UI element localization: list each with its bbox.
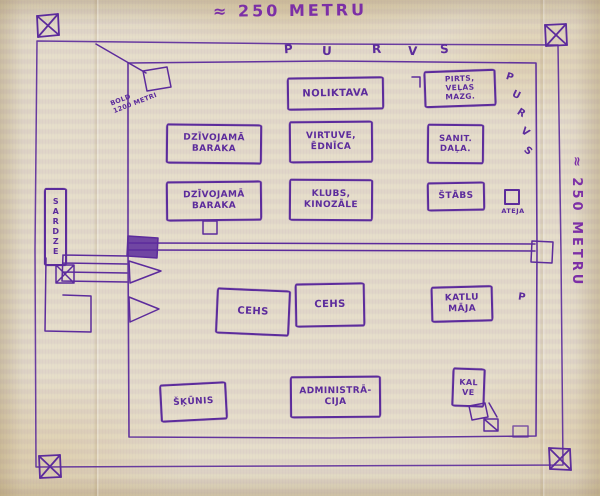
roadside-box — [143, 67, 171, 91]
gate-flags — [129, 261, 161, 322]
ateja-outline — [505, 190, 519, 204]
bottom-right-shed — [513, 426, 528, 437]
building-kalve: KAL VE — [451, 367, 486, 408]
building-cehs-1: CEHS — [215, 287, 291, 337]
crossed-square — [56, 265, 74, 283]
building-cehs-2: CEHS — [294, 282, 366, 328]
corner-mark-top-left — [37, 14, 59, 37]
building-sardze: SARDZE — [44, 188, 67, 266]
purvs-letter-top: V — [407, 43, 419, 59]
building-klubs-kinozale: KLUBS, KINOZĀLE — [288, 178, 374, 222]
inner-fence — [128, 61, 537, 438]
road-hatching — [62, 255, 127, 282]
building-sanit-dala: SANIT. DAĻA. — [426, 123, 485, 165]
lone-letter-p: P — [517, 291, 528, 304]
purvs-letter-top: P — [283, 41, 295, 57]
building-noliktava: NOLIKTAVA — [286, 76, 385, 111]
gate-box-right — [531, 241, 553, 263]
building-dzivojama-baraka-2: DZĪVOJAMĀ BARAKA — [165, 180, 263, 222]
gate-box-left — [127, 236, 158, 258]
access-road-diagonal — [96, 44, 146, 73]
purvs-letter-top: U — [321, 43, 333, 59]
pirts-tick-mark — [412, 77, 420, 87]
building-pirts-velas-mazg: PIRTS, VEĻAS MAZG. — [423, 68, 497, 109]
purvs-letter-top: R — [371, 41, 383, 57]
baraka2-porch — [203, 221, 217, 234]
guard-annex-outline — [45, 258, 91, 332]
building-katlu-maja: KATLU MĀJA — [430, 285, 494, 323]
center-road — [129, 243, 535, 251]
ateja-label: ATEJA — [501, 207, 525, 215]
building-skunis: ŠĶŪNIS — [159, 381, 228, 423]
building-stabs: ŠTĀBS — [426, 181, 486, 212]
outer-boundary — [35, 41, 563, 467]
building-administracija: ADMINISTRĀ- CIJA — [289, 375, 382, 419]
corner-mark-top-right — [545, 24, 567, 46]
right-scale-label: ≈ 250 METRU — [569, 156, 584, 288]
building-dzivojama-baraka-1: DZĪVOJAMĀ BARAKA — [165, 123, 263, 165]
kalve-outbuildings — [469, 403, 498, 431]
building-virtuve-ednica: VIRTUVE, ĒDNĪCA — [288, 120, 374, 164]
purvs-letter-top: S — [439, 41, 451, 57]
top-scale-label: ≈ 250 METRU — [212, 0, 368, 21]
corner-mark-bottom-right — [549, 448, 571, 470]
